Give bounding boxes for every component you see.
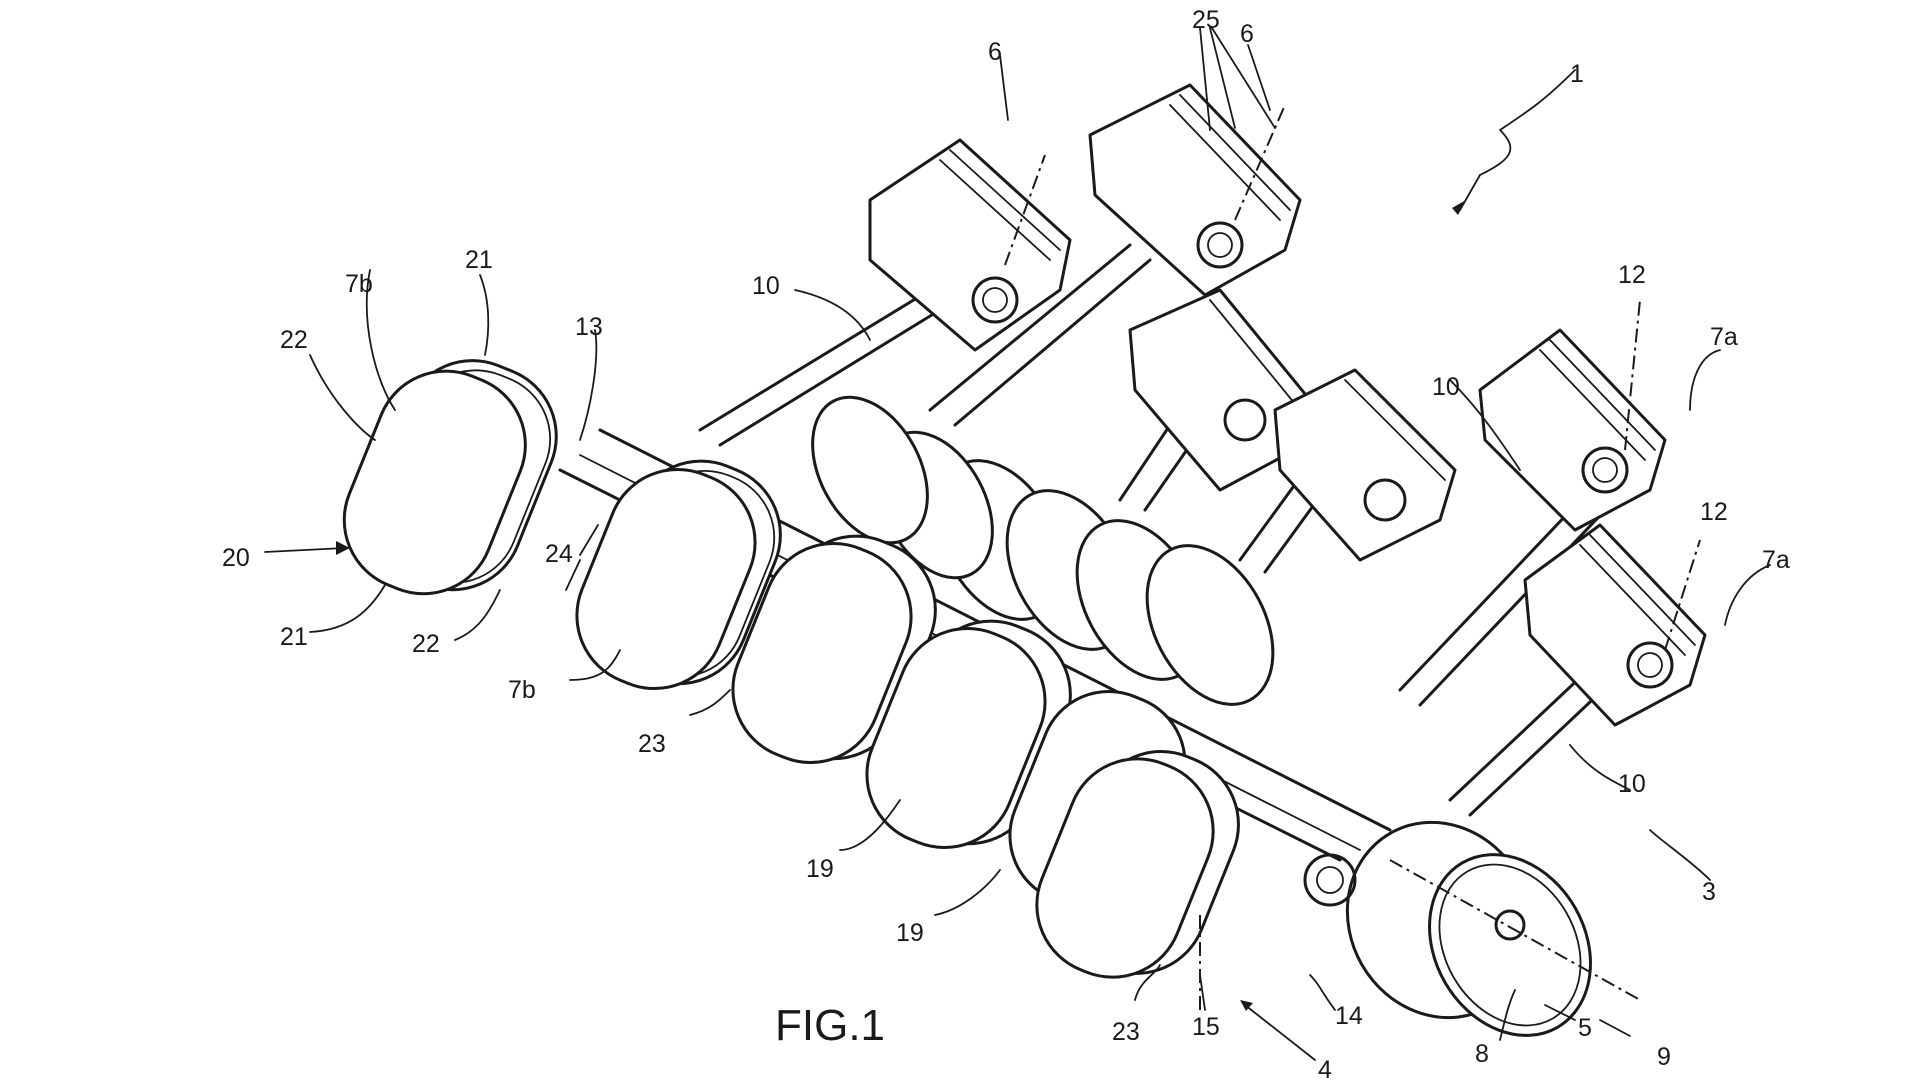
counterweight-2 — [575, 459, 782, 691]
label-21-top: 21 — [465, 246, 493, 274]
label-19-b: 19 — [896, 919, 924, 947]
label-22-top: 22 — [280, 326, 308, 354]
piston-rod-6 — [1448, 523, 1707, 817]
label-10-mid: 10 — [1432, 373, 1460, 401]
label-10-top: 10 — [752, 272, 780, 300]
label-8: 8 — [1475, 1040, 1489, 1068]
piston-rod-2 — [928, 83, 1302, 427]
leader-lines — [264, 27, 1771, 1061]
axis-lines — [1004, 104, 1701, 1010]
label-20: 20 — [222, 544, 250, 572]
piston-rod-4 — [1238, 368, 1457, 574]
label-5: 5 — [1578, 1014, 1592, 1042]
label-13: 13 — [575, 313, 603, 341]
counterweight-6 — [1035, 750, 1240, 979]
label-23-right: 23 — [1112, 1018, 1140, 1046]
label-24: 24 — [545, 540, 573, 568]
label-25: 25 — [1192, 6, 1220, 34]
front-pulley — [1303, 820, 1592, 1037]
counterweights — [342, 359, 1240, 979]
crankshaft — [558, 395, 1392, 862]
label-9: 9 — [1657, 1043, 1671, 1071]
label-12-top: 12 — [1618, 261, 1646, 289]
counterweight-1 — [342, 359, 558, 596]
label-15: 15 — [1192, 1013, 1220, 1041]
piston-rod-5 — [1398, 328, 1667, 707]
label-19-a: 19 — [806, 855, 834, 883]
label-1: 1 — [1570, 60, 1584, 88]
piston-rod-1 — [698, 138, 1072, 447]
label-3: 3 — [1702, 878, 1716, 906]
label-10-right: 10 — [1618, 770, 1646, 798]
label-7b-top: 7b — [345, 270, 373, 298]
label-7a-top: 7a — [1710, 323, 1738, 351]
callout-labels: 1 25 6 6 7b 21 22 13 10 20 24 21 22 7b 2… — [222, 6, 1790, 1084]
figure-caption: FIG.1 — [775, 1001, 885, 1050]
label-7a-bottom: 7a — [1762, 546, 1790, 574]
label-14: 14 — [1335, 1002, 1363, 1030]
label-6a: 6 — [988, 38, 1002, 66]
label-21-bottom: 21 — [280, 623, 308, 651]
label-22-bottom: 22 — [412, 630, 440, 658]
piston-rod-3 — [1118, 288, 1312, 512]
label-12-bottom: 12 — [1700, 498, 1728, 526]
label-4: 4 — [1318, 1056, 1332, 1080]
label-7b-bottom: 7b — [508, 676, 536, 704]
label-23-left: 23 — [638, 730, 666, 758]
label-6b: 6 — [1240, 20, 1254, 48]
